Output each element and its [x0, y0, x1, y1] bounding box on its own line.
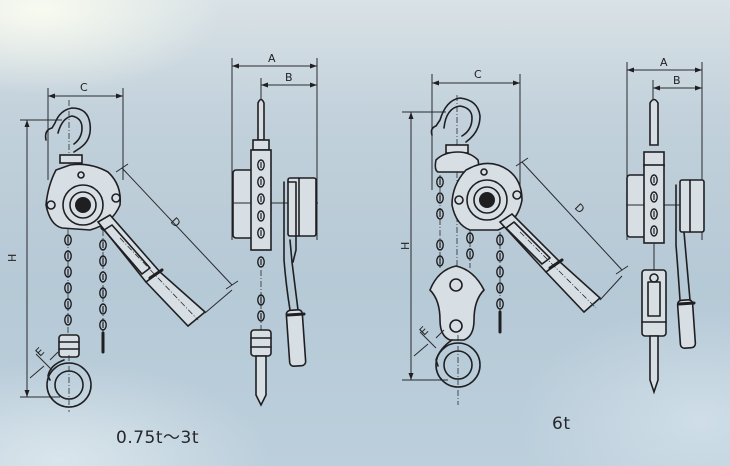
- dim-label-h-6t: H: [399, 242, 412, 250]
- figure-1-side-view: A B: [231, 52, 318, 407]
- dimension-c: C: [47, 81, 124, 180]
- caption-6t: 6t: [552, 414, 571, 434]
- top-hook: [44, 100, 92, 170]
- hoist-body-6t: [451, 162, 523, 231]
- dim-label-e: E: [33, 345, 47, 359]
- dim-label-b: B: [285, 71, 293, 84]
- dim-label-c: C: [80, 81, 88, 94]
- dim-label-d: D: [168, 215, 183, 230]
- dim-label-h: H: [6, 254, 19, 262]
- figure-1-front-view: C H: [6, 81, 239, 412]
- figure-2-front-view: C H: [399, 68, 629, 405]
- bottom-hook: [46, 334, 92, 412]
- dim-label-c-6t: C: [474, 68, 482, 81]
- dimension-h-6t: H: [399, 111, 448, 381]
- dimension-h: H: [6, 119, 62, 398]
- dim-label-a: A: [268, 52, 276, 65]
- bottom-hook-6t: [435, 335, 481, 405]
- figure-2-side-view: A B: [626, 56, 705, 395]
- load-chain: [64, 228, 72, 335]
- dim-label-b-6t: B: [673, 74, 681, 87]
- dim-label-a-6t: A: [660, 56, 668, 69]
- dim-label-d-6t: D: [572, 201, 587, 216]
- pulley-block-6t: [429, 265, 485, 341]
- lever-handle: [96, 213, 207, 328]
- caption-small-capacity: 0.75t～3t: [116, 428, 199, 448]
- slack-chain: [99, 230, 107, 354]
- lever-handle-6t: [498, 212, 602, 314]
- dim-label-e-6t: E: [417, 324, 431, 338]
- load-chains-6t: [436, 175, 504, 334]
- dimension-e: E: [29, 345, 59, 379]
